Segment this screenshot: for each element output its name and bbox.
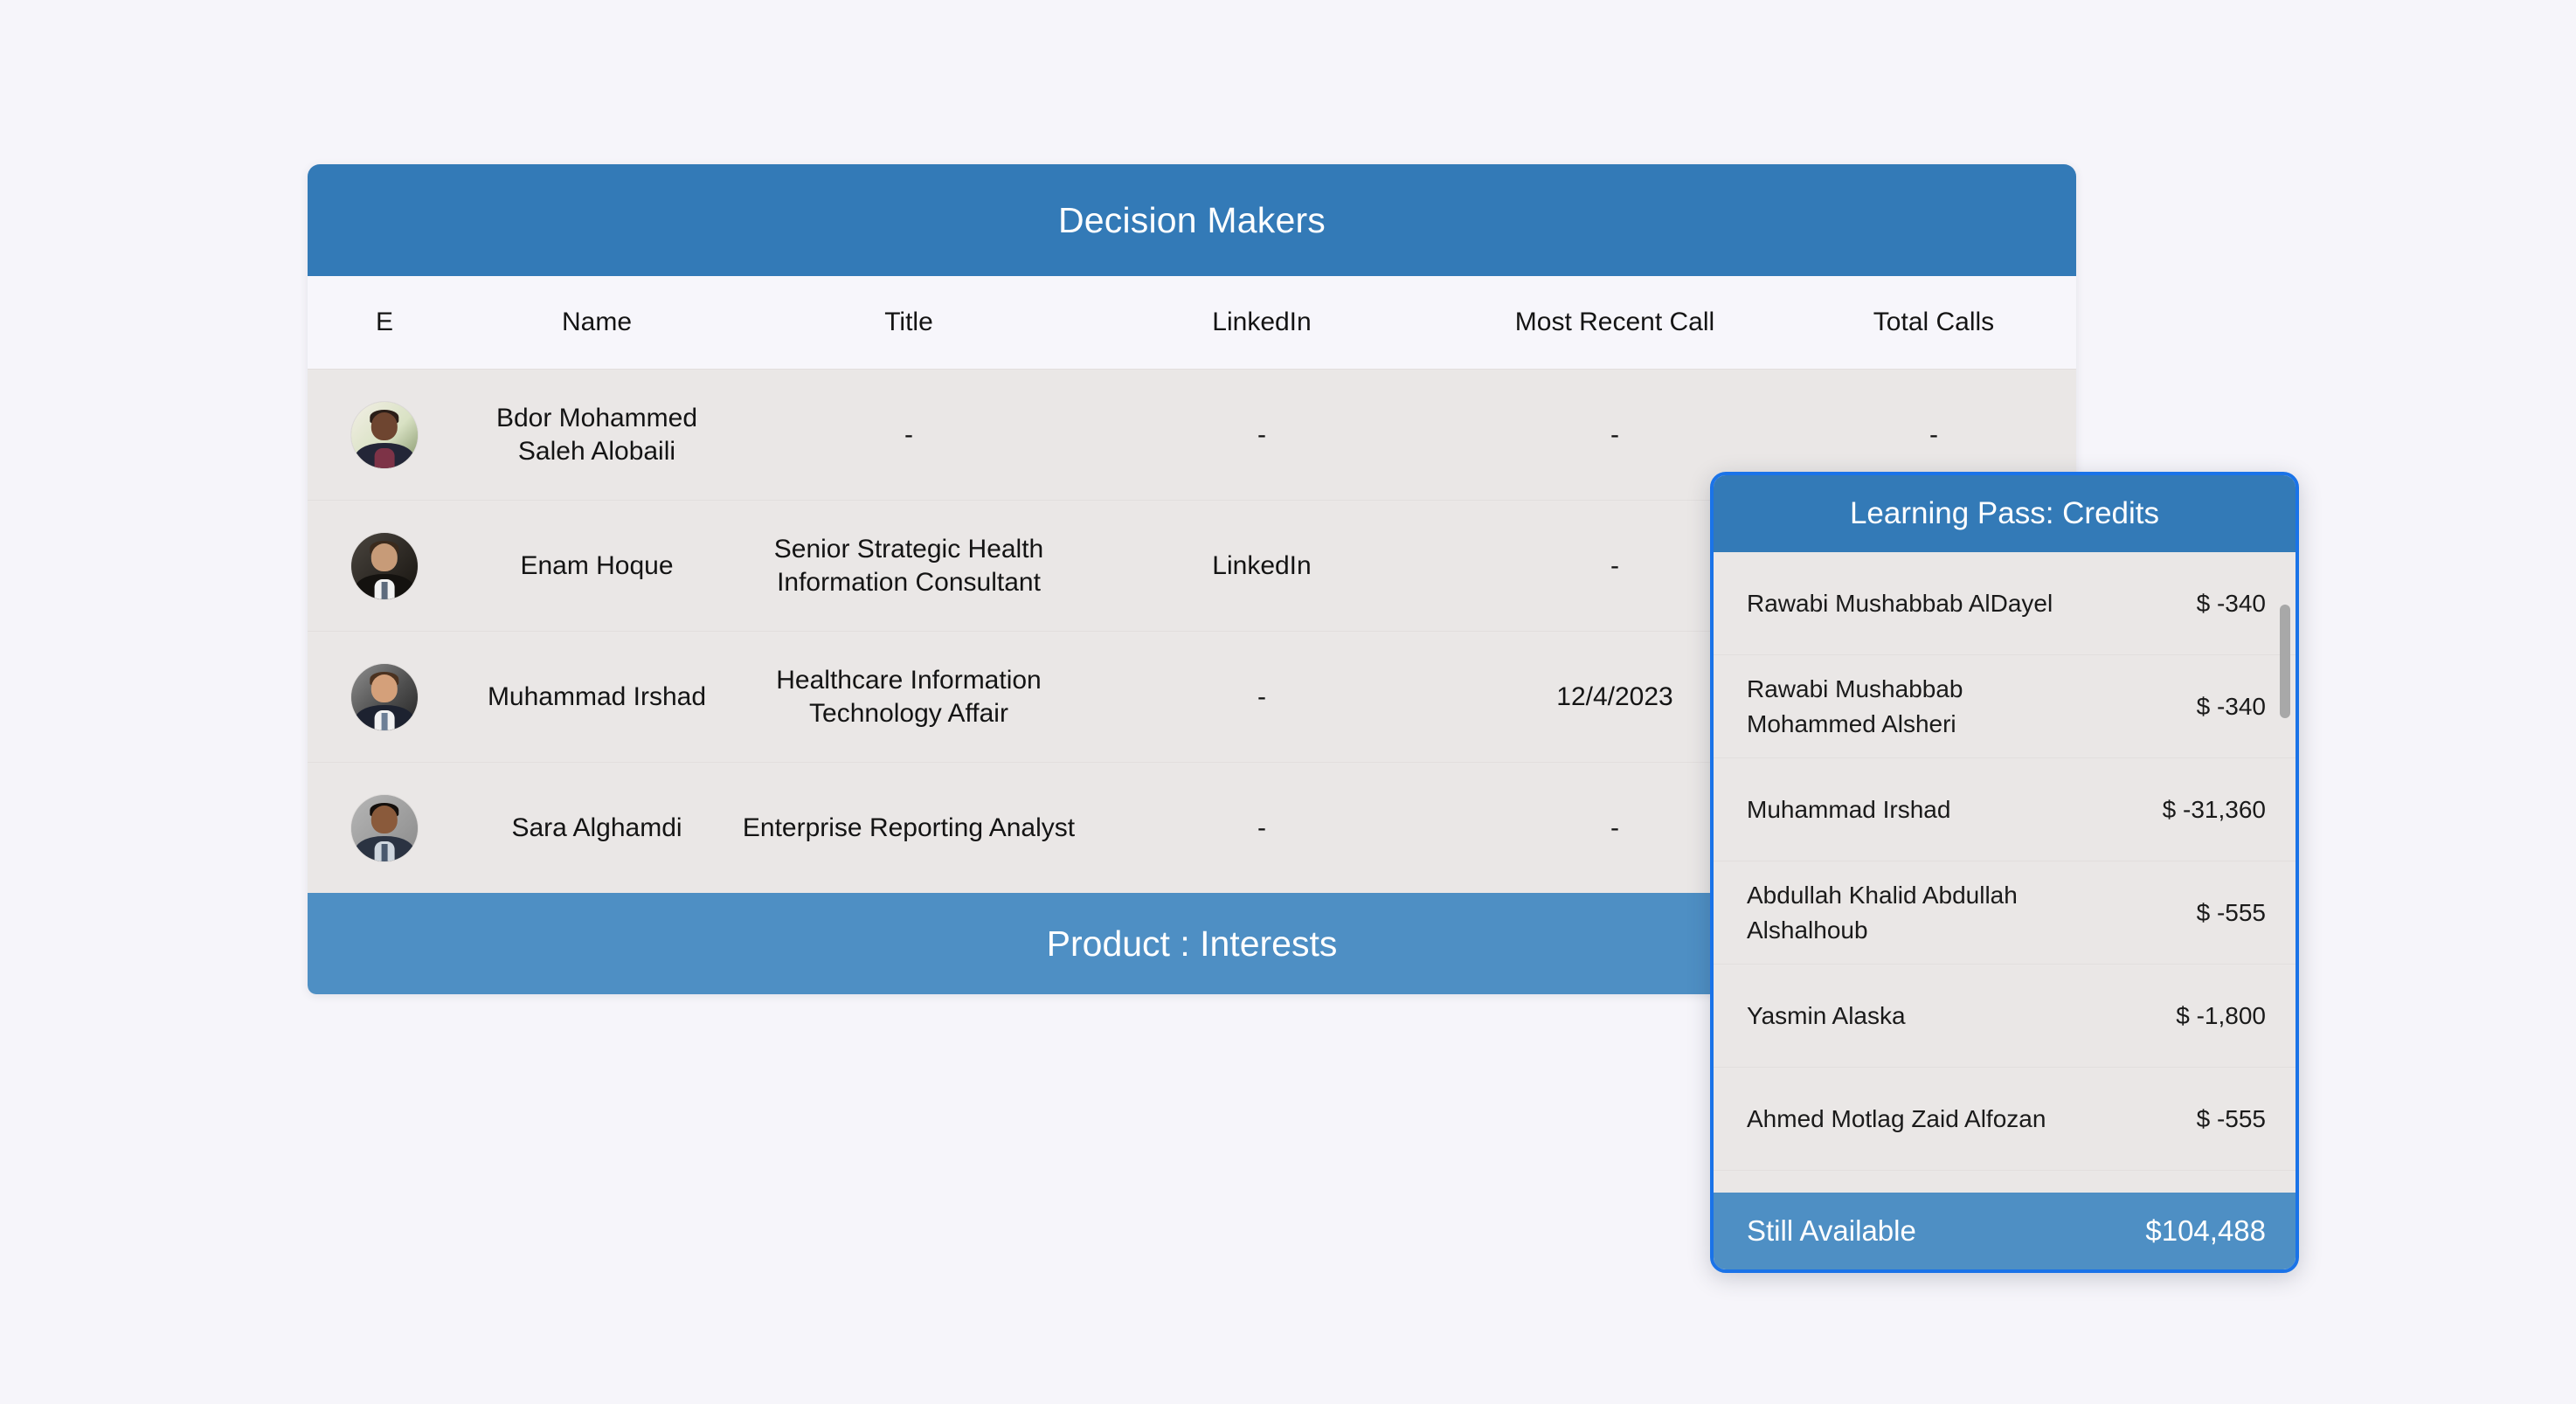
decision-makers-title: Decision Makers	[1057, 199, 1326, 240]
credit-amount: $ -555	[2196, 1104, 2266, 1132]
avatar-head	[370, 674, 398, 702]
row-linkedin[interactable]: LinkedIn	[1212, 550, 1312, 580]
credit-amount: $ -555	[2196, 898, 2266, 926]
column-header-title[interactable]: Title	[884, 308, 933, 336]
row-linkedin[interactable]: -	[1257, 681, 1266, 711]
column-header-e[interactable]: E	[375, 308, 393, 336]
credit-name: Muhammad Irshad	[1747, 795, 1951, 823]
row-avatar-cell	[308, 401, 461, 468]
avatar	[351, 532, 418, 599]
credit-name: Yasmin Alaska	[1747, 1001, 1906, 1029]
list-item[interactable]: Rawabi Mushabbab Mohammed Alsheri $ -340	[1714, 655, 2296, 758]
list-item[interactable]: Muhammad Irshad $ -31,360	[1714, 758, 2296, 861]
row-name: Muhammad Irshad	[487, 681, 707, 711]
scrollbar[interactable]	[2280, 559, 2290, 1186]
list-item[interactable]: Adel Khalid Alotaibi $ -500	[1714, 1171, 2296, 1193]
list-item[interactable]: Abdullah Khalid Abdullah Alshalhoub $ -5…	[1714, 861, 2296, 965]
avatar-tie	[381, 581, 388, 599]
scrollbar-thumb[interactable]	[2280, 605, 2290, 718]
credit-amount: $ -340	[2196, 589, 2266, 617]
row-avatar-cell	[308, 663, 461, 730]
row-title: Senior Strategic Health Information Cons…	[773, 535, 1044, 597]
decision-makers-column-headers: E Name Title LinkedIn Most Recent Call T…	[308, 276, 2076, 369]
avatar	[351, 663, 418, 730]
column-header-name[interactable]: Name	[561, 308, 633, 336]
still-available-label: Still Available	[1747, 1214, 1916, 1247]
column-header-total-calls[interactable]: Total Calls	[1873, 308, 1995, 336]
row-most-recent-call: -	[1610, 550, 1619, 580]
avatar-head	[370, 412, 398, 440]
decision-makers-header: Decision Makers	[308, 164, 2076, 276]
credit-name: Abdullah Khalid Abdullah Alshalhoub	[1747, 881, 2018, 944]
row-most-recent-call: -	[1610, 813, 1619, 842]
row-name: Sara Alghamdi	[511, 813, 682, 842]
decision-makers-card: Decision Makers E Name Title LinkedIn Mo…	[308, 164, 2076, 994]
row-avatar-cell	[308, 532, 461, 599]
avatar-head	[370, 805, 398, 833]
row-total-calls: -	[1929, 419, 1938, 449]
row-title: -	[904, 419, 913, 449]
learning-pass-header: Learning Pass: Credits	[1714, 475, 2296, 552]
credit-name: Rawabi Mushabbab AlDayel	[1747, 589, 2053, 617]
learning-pass-list[interactable]: Rawabi Mushabbab AlDayel $ -340 Rawabi M…	[1714, 552, 2296, 1193]
still-available-value: $104,488	[2145, 1214, 2266, 1247]
credit-amount: $ -340	[2196, 692, 2266, 720]
list-item[interactable]: Ahmed Motlag Zaid Alfozan $ -555	[1714, 1068, 2296, 1171]
avatar	[351, 794, 418, 861]
avatar-shirt	[374, 447, 395, 468]
avatar-tie	[381, 712, 388, 730]
row-linkedin[interactable]: -	[1257, 419, 1266, 449]
still-available-footer: Still Available $104,488	[1714, 1193, 2296, 1269]
avatar	[351, 401, 418, 468]
credit-name: Ahmed Motlag Zaid Alfozan	[1747, 1104, 2046, 1132]
credit-amount: $ -1,800	[2176, 1001, 2266, 1029]
row-title: Healthcare Information Technology Affair	[776, 666, 1042, 728]
row-title: Enterprise Reporting Analyst	[742, 813, 1076, 842]
row-name: Bdor Mohammed Saleh Alobaili	[495, 404, 698, 466]
row-name: Enam Hoque	[520, 550, 674, 580]
credit-amount: $ -31,360	[2162, 795, 2266, 823]
column-header-most-recent-call[interactable]: Most Recent Call	[1514, 308, 1715, 336]
column-header-linkedin[interactable]: LinkedIn	[1212, 308, 1312, 336]
row-linkedin[interactable]: -	[1257, 813, 1266, 842]
table-row[interactable]: Sara Alghamdi Enterprise Reporting Analy…	[308, 762, 2076, 893]
list-item[interactable]: Rawabi Mushabbab AlDayel $ -340	[1714, 552, 2296, 655]
row-avatar-cell	[308, 794, 461, 861]
learning-pass-title: Learning Pass: Credits	[1849, 496, 2160, 530]
learning-pass-credits-panel: Learning Pass: Credits Rawabi Mushabbab …	[1710, 472, 2299, 1273]
avatar-tie	[381, 843, 388, 861]
avatar-head	[370, 543, 398, 571]
row-most-recent-call: -	[1610, 419, 1619, 449]
list-item[interactable]: Yasmin Alaska $ -1,800	[1714, 965, 2296, 1068]
row-most-recent-call: 12/4/2023	[1556, 681, 1673, 711]
credit-name: Rawabi Mushabbab Mohammed Alsheri	[1747, 674, 1963, 737]
product-interests-title: Product : Interests	[1046, 923, 1338, 964]
